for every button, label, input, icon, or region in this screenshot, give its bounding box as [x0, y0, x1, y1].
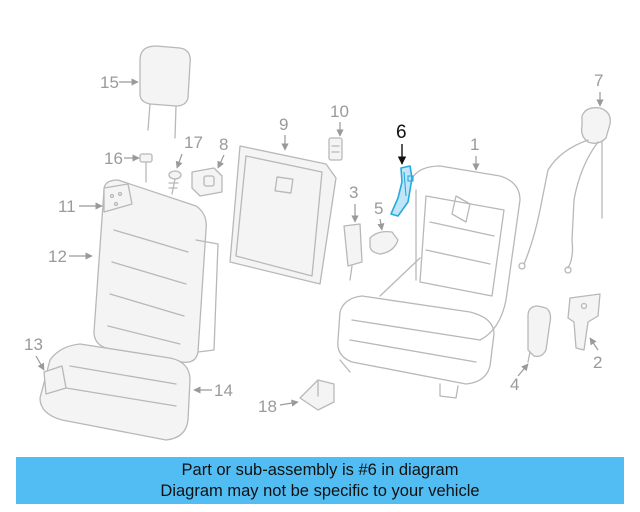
callout-17: 17 — [184, 133, 203, 152]
part-1-seat-frame — [337, 165, 521, 399]
part-5-knob — [369, 230, 399, 255]
part-13-trim — [43, 365, 67, 395]
callout-11: 11 — [58, 197, 76, 216]
part-11-trim — [103, 183, 133, 213]
banner-line-2: Diagram may not be specific to your vehi… — [160, 482, 480, 500]
part-12-seat-back — [93, 179, 219, 363]
banner-line-1: Part or sub-assembly is #6 in diagram — [181, 461, 459, 479]
callout-10: 10 — [330, 102, 349, 121]
callout-2: 2 — [593, 353, 602, 372]
callout-3: 3 — [349, 183, 358, 202]
part-2-bracket — [567, 293, 601, 351]
part-15-headrest — [139, 45, 191, 139]
callout-1: 1 — [470, 135, 479, 154]
callout-16: 16 — [104, 149, 123, 168]
parts-diagram: 15 16 17 8 9 10 — [24, 45, 611, 441]
part-14-seat-cushion — [39, 343, 191, 441]
callout-6: 6 — [396, 122, 407, 143]
callout-5: 5 — [374, 199, 383, 218]
part-3-latch-cover — [343, 223, 363, 281]
callout-8: 8 — [219, 135, 228, 154]
callout-7: 7 — [594, 71, 603, 90]
info-banner: Part or sub-assembly is #6 in diagram Di… — [16, 457, 624, 504]
part-18-bracket — [299, 379, 335, 411]
callout-14: 14 — [214, 381, 233, 400]
callout-4: 4 — [510, 375, 519, 394]
part-17-bolt — [168, 170, 182, 195]
part-4-buckle — [527, 305, 552, 363]
callout-9: 9 — [279, 115, 288, 134]
part-10-clip — [328, 137, 343, 161]
callout-13: 13 — [24, 335, 43, 354]
part-16-screw — [139, 153, 153, 183]
part-8-cover — [191, 167, 223, 197]
part-6-highlighted — [390, 165, 414, 217]
part-7-seat-belt — [518, 107, 611, 274]
callout-18: 18 — [258, 397, 277, 416]
callout-15: 15 — [100, 73, 119, 92]
part-9-back-panel — [229, 145, 337, 285]
callout-12: 12 — [48, 247, 67, 266]
